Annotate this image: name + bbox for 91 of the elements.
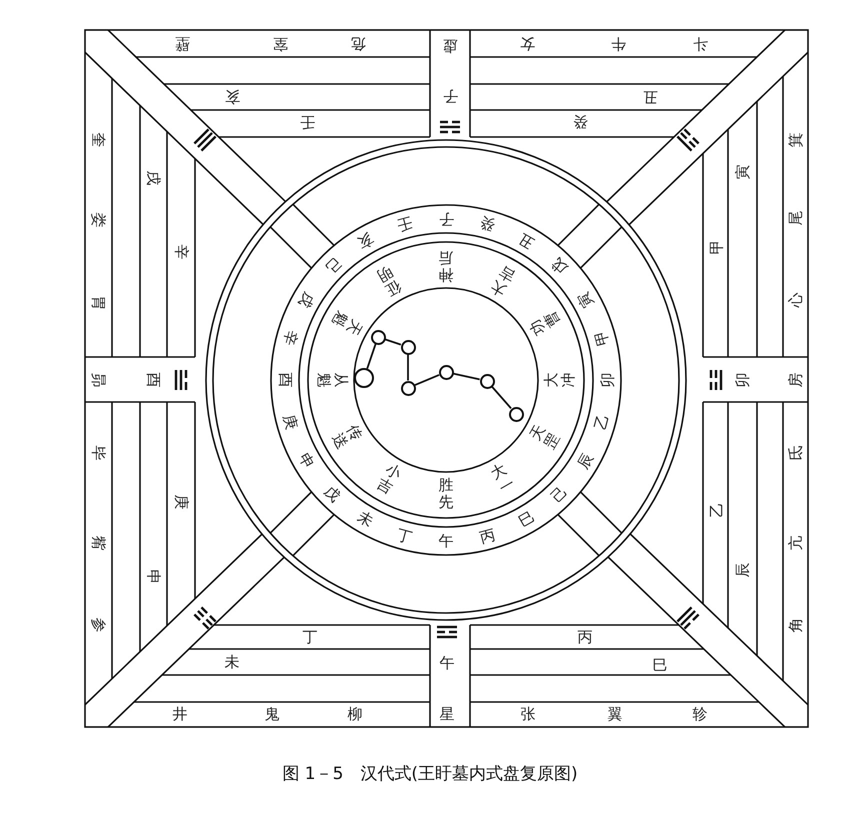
character-label: 尾 [787, 210, 803, 226]
character-label: 申 [145, 570, 161, 584]
character-label: 癸 [478, 214, 497, 234]
character-label: 丙 [478, 526, 497, 546]
character-label: 子 [438, 211, 454, 227]
plate-label: 小吉 [374, 460, 404, 498]
plate-label: 从魁 [315, 372, 349, 388]
character-label: 庚 [280, 412, 300, 431]
character-label: 戊 [321, 482, 344, 505]
plate-label: 天罡 [526, 422, 564, 452]
character-label: 辰 [734, 562, 750, 578]
character-label: 申 [296, 450, 318, 471]
character-label: 未 [355, 508, 376, 530]
character-label: 午 [440, 655, 454, 671]
character-label: 丁 [395, 526, 414, 546]
character-label: 虚 [442, 38, 458, 54]
character-label: 亢 [787, 536, 803, 550]
character-label: 丙 [578, 629, 592, 645]
character-label: 井 [172, 706, 188, 722]
character-label: 亥 [224, 89, 240, 105]
character-label: 辛 [173, 244, 189, 260]
character-label: 卯 [599, 372, 615, 388]
character-label: 室 [272, 36, 288, 52]
character-label: 己 [321, 255, 344, 278]
character-label: 戌 [145, 170, 161, 186]
character-label: 女 [520, 36, 534, 52]
star-link [453, 372, 480, 380]
character-label: 毕 [90, 446, 106, 460]
character-label: 巳 [516, 508, 537, 530]
character-label: 未 [224, 654, 240, 670]
star-link [414, 374, 440, 386]
plate-label: 大一 [488, 460, 518, 498]
character-label: 丁 [302, 629, 318, 645]
character-label: 甲 [592, 329, 612, 348]
plate-label: 传送 [328, 422, 366, 452]
character-label: 戊 [548, 255, 571, 278]
character-label: 酉 [277, 372, 293, 388]
character-label: 参 [90, 618, 106, 632]
character-label: 寅 [574, 289, 596, 310]
character-label: 乙 [592, 412, 612, 431]
character-label: 壬 [300, 114, 314, 130]
character-label: 箕 [787, 132, 803, 148]
plate-label: 大吉 [488, 262, 518, 300]
character-label: 巳 [652, 657, 668, 673]
character-label: 寅 [734, 164, 750, 180]
character-label: 甲 [708, 240, 724, 254]
character-label: 牛 [610, 36, 626, 52]
character-label: 亥 [355, 230, 376, 252]
character-label: 房 [787, 372, 803, 388]
character-label: 胃 [90, 296, 106, 310]
character-label: 乙 [708, 502, 724, 518]
star-link [366, 344, 376, 369]
star-link [491, 386, 512, 409]
star-link [407, 354, 409, 380]
character-label: 张 [520, 706, 536, 722]
character-label: 酉 [145, 372, 161, 388]
character-label: 壁 [174, 36, 190, 52]
character-label: 翼 [608, 706, 622, 722]
character-label: 午 [438, 533, 454, 549]
plate-label: 征明 [374, 262, 404, 300]
character-label: 斗 [692, 36, 708, 52]
star-link [384, 338, 402, 346]
character-label: 辛 [280, 329, 300, 348]
character-label: 氐 [787, 446, 803, 460]
character-label: 娄 [90, 212, 106, 228]
character-label: 己 [548, 482, 571, 505]
character-label: 丑 [642, 89, 658, 105]
character-label: 壬 [395, 214, 414, 234]
character-label: 卯 [734, 372, 750, 388]
character-label: 星 [440, 706, 454, 722]
plate-label: 功曹 [526, 308, 564, 338]
character-label: 鬼 [264, 706, 280, 722]
character-label: 觜 [90, 536, 106, 550]
character-label: 癸 [572, 114, 588, 130]
character-label: 心 [787, 292, 803, 308]
character-label: 危 [350, 36, 366, 52]
character-label: 辰 [574, 450, 596, 471]
character-label: 奎 [90, 132, 106, 148]
character-label: 丑 [516, 230, 537, 252]
plate-label: 神后 [438, 249, 454, 283]
figure-caption: 图 1－5 汉代式(王盱墓内式盘复原图) [282, 763, 578, 785]
character-label: 轸 [692, 706, 708, 722]
character-label: 子 [442, 88, 458, 104]
character-label: 戌 [296, 289, 318, 310]
character-label: 庚 [173, 494, 189, 510]
character-label: 柳 [348, 706, 362, 722]
character-label: 角 [787, 618, 803, 632]
plate-label: 大冲 [543, 372, 577, 388]
character-label: 昴 [90, 372, 106, 388]
plate-label: 天魁 [328, 308, 366, 338]
plate-label: 胜先 [438, 477, 454, 511]
